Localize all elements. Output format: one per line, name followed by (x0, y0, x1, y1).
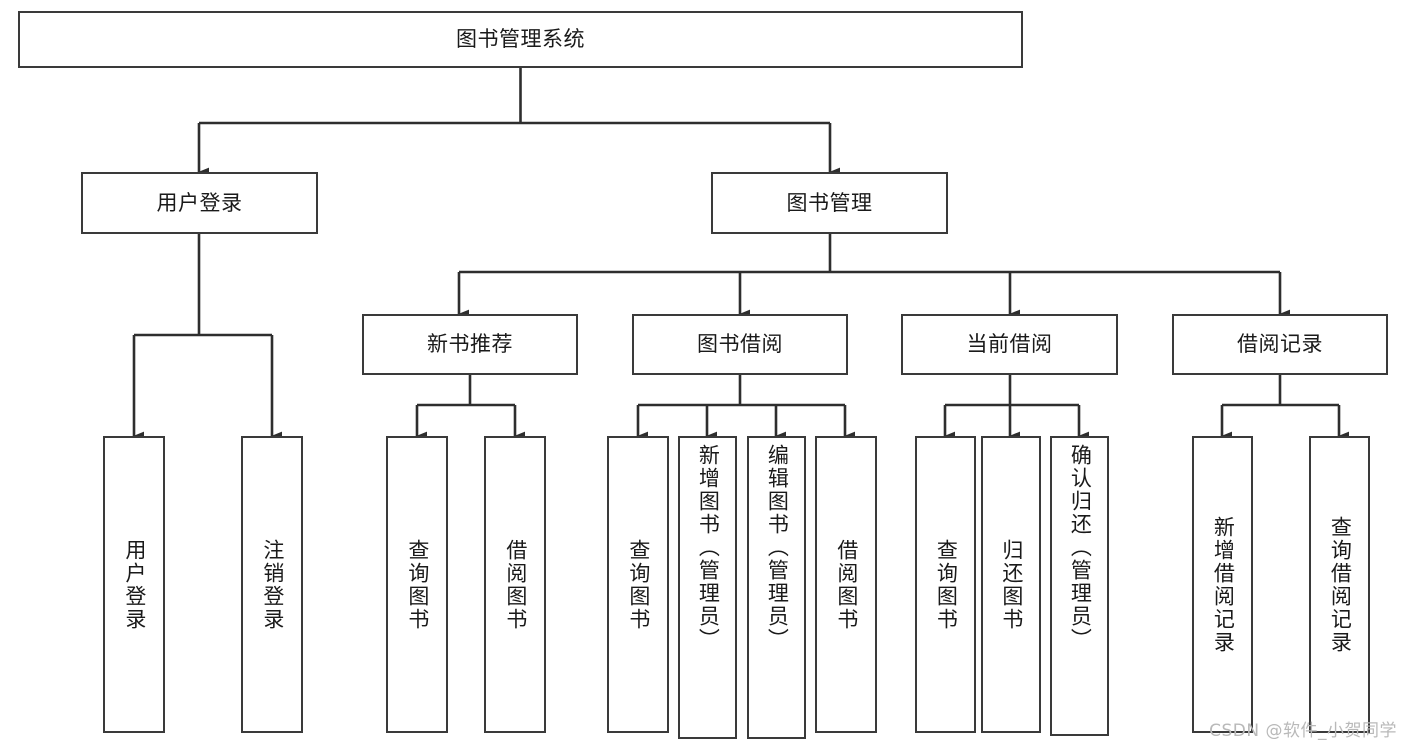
node-leaf-borrow-book-2[interactable]: 借阅图书 (815, 436, 877, 733)
node-leaf-query-record[interactable]: 查询借阅记录 (1309, 436, 1370, 733)
node-leaf-query-record-label: 查询借阅记录 (1328, 515, 1353, 654)
node-leaf-borrow-book-1[interactable]: 借阅图书 (484, 436, 546, 733)
node-leaf-edit-book-label: 编辑图书（管理员） (765, 444, 790, 651)
node-leaf-logout-label: 注销登录 (260, 538, 285, 631)
node-leaf-confirm-return-label: 确认归还（管理员） (1068, 444, 1093, 651)
node-new-book-rec-label: 新书推荐 (427, 332, 513, 357)
node-leaf-query-book-3-label: 查询图书 (934, 538, 959, 631)
node-book-borrow[interactable]: 图书借阅 (632, 314, 848, 375)
node-borrow-record-label: 借阅记录 (1237, 332, 1323, 357)
node-book-borrow-label: 图书借阅 (697, 332, 783, 357)
node-leaf-confirm-return[interactable]: 确认归还（管理员） (1050, 436, 1109, 736)
node-book-manage-label: 图书管理 (786, 190, 873, 215)
node-leaf-add-record-label: 新增借阅记录 (1211, 515, 1236, 654)
node-root[interactable]: 图书管理系统 (18, 11, 1023, 68)
node-leaf-return-book-label: 归还图书 (999, 538, 1024, 631)
node-leaf-borrow-book-2-label: 借阅图书 (834, 538, 859, 631)
node-leaf-add-book-label: 新增图书（管理员） (696, 444, 721, 651)
node-new-book-rec[interactable]: 新书推荐 (362, 314, 578, 375)
node-leaf-return-book[interactable]: 归还图书 (981, 436, 1041, 733)
node-current-borrow-label: 当前借阅 (966, 332, 1053, 357)
node-leaf-query-book-2-label: 查询图书 (626, 538, 651, 631)
node-user-login[interactable]: 用户登录 (81, 172, 318, 234)
node-leaf-query-book-1-label: 查询图书 (405, 538, 430, 631)
node-root-label: 图书管理系统 (456, 27, 585, 52)
csdn-watermark: CSDN @软件_小贺同学 (1209, 721, 1397, 741)
node-leaf-user-login-label: 用户登录 (122, 538, 147, 631)
node-current-borrow[interactable]: 当前借阅 (901, 314, 1118, 375)
node-book-manage[interactable]: 图书管理 (711, 172, 948, 234)
node-user-login-label: 用户登录 (156, 190, 243, 215)
node-leaf-edit-book[interactable]: 编辑图书（管理员） (747, 436, 806, 739)
node-leaf-user-login[interactable]: 用户登录 (103, 436, 165, 733)
node-leaf-add-book[interactable]: 新增图书（管理员） (678, 436, 737, 739)
node-leaf-logout[interactable]: 注销登录 (241, 436, 303, 733)
node-leaf-query-book-1[interactable]: 查询图书 (386, 436, 448, 733)
node-leaf-query-book-2[interactable]: 查询图书 (607, 436, 669, 733)
node-leaf-borrow-book-1-label: 借阅图书 (503, 538, 528, 631)
node-leaf-add-record[interactable]: 新增借阅记录 (1192, 436, 1253, 733)
node-borrow-record[interactable]: 借阅记录 (1172, 314, 1388, 375)
node-leaf-query-book-3[interactable]: 查询图书 (915, 436, 976, 733)
